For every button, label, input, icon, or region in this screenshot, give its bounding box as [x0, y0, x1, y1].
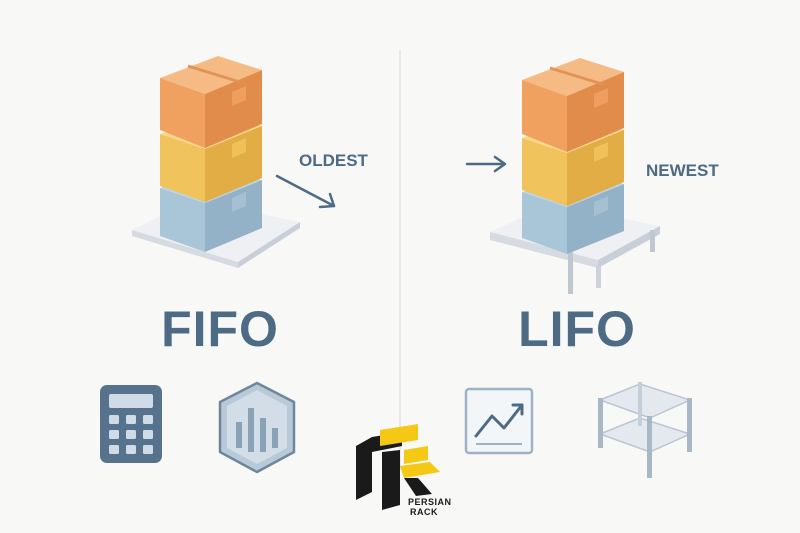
persian-rack-logo — [356, 424, 440, 510]
trend-chart-icon — [464, 387, 534, 455]
hexagon-chart-icon — [218, 381, 296, 474]
fifo-arrow — [275, 174, 336, 209]
fifo-stack — [132, 56, 300, 268]
lifo-box-top — [522, 58, 624, 152]
newest-label: NEWEST — [646, 161, 719, 180]
lifo-arrow — [465, 155, 507, 173]
fifo-box-top — [160, 56, 262, 148]
oldest-label: OLDEST — [299, 151, 368, 170]
lifo-title: LIFO — [518, 301, 636, 357]
fifo-box-middle — [160, 114, 262, 202]
lifo-stack — [490, 58, 660, 294]
shelf-rack-icon — [597, 382, 693, 478]
logo-text-line2: RACK — [410, 507, 438, 517]
calculator-icon — [100, 385, 162, 463]
logo-text-line1: PERSIAN — [408, 497, 452, 507]
fifo-title: FIFO — [161, 301, 279, 357]
